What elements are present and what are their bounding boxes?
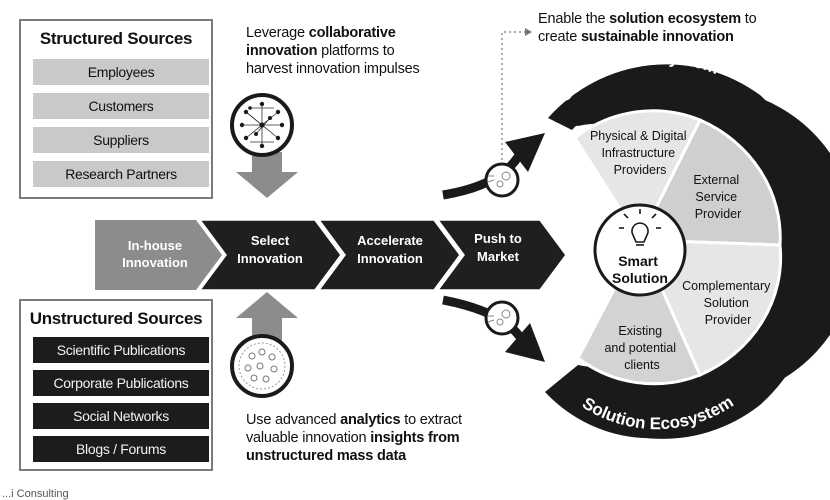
source-suppliers: Suppliers bbox=[33, 127, 209, 153]
unstructured-sources-box: Unstructured Sources Scientific Publicat… bbox=[19, 299, 213, 471]
chevron-accelerate bbox=[317, 219, 461, 291]
source-research-partners: Research Partners bbox=[33, 161, 209, 187]
footnote: ...i Consulting bbox=[2, 488, 69, 500]
segment-external-service bbox=[637, 118, 782, 247]
source-social-networks: Social Networks bbox=[33, 403, 209, 429]
segment-physical-digital bbox=[573, 109, 703, 244]
note-line: valuable innovation insights from bbox=[246, 430, 460, 446]
note-ecosystem: Enable the solution ecosystem to create … bbox=[538, 10, 757, 46]
smart-solution-label: Smart Solution bbox=[612, 253, 668, 286]
lightbulb-icon bbox=[619, 209, 661, 246]
analytics-brain-icon bbox=[230, 334, 294, 398]
gear-bubble-bottom bbox=[442, 295, 545, 362]
note-line: Leverage collaborative bbox=[246, 25, 396, 41]
unstructured-sources-title: Unstructured Sources bbox=[29, 309, 203, 328]
note-line: unstructured mass data bbox=[246, 448, 406, 464]
chevron-inhouse bbox=[95, 220, 222, 290]
segment-existing-clients bbox=[576, 236, 703, 386]
note-line: Use advanced analytics to extract bbox=[246, 412, 462, 428]
down-arrow bbox=[236, 152, 298, 198]
note-analytics: Use advanced analytics to extract valuab… bbox=[246, 411, 462, 465]
segment-label-physical: Physical & Digital Infrastructure Provid… bbox=[590, 129, 690, 177]
note-line: innovation platforms to bbox=[246, 43, 395, 59]
source-corporate-publications: Corporate Publications bbox=[33, 370, 209, 396]
note-line: create sustainable innovation bbox=[538, 29, 734, 45]
source-customers: Customers bbox=[33, 93, 209, 119]
note-collaborative: Leverage collaborative innovation platfo… bbox=[246, 24, 420, 78]
segment-label-complementary: Complementary Solution Provider bbox=[682, 279, 774, 327]
chevron-select bbox=[198, 219, 342, 291]
gear-bubble-top bbox=[442, 133, 545, 200]
ecosystem-ring bbox=[545, 72, 830, 439]
network-icon bbox=[230, 93, 294, 157]
structured-sources-title: Structured Sources bbox=[39, 29, 193, 48]
note-line: Enable the solution ecosystem to bbox=[538, 11, 757, 27]
smart-solution-circle bbox=[593, 203, 687, 297]
up-arrow bbox=[236, 292, 298, 345]
segment-label-external: External Service Provider bbox=[693, 173, 742, 221]
note-line: harvest innovation impulses bbox=[246, 61, 420, 77]
source-blogs-forums: Blogs / Forums bbox=[33, 436, 209, 462]
chevron-push bbox=[436, 219, 567, 291]
segment-label-existing: Existing and potential clients bbox=[604, 324, 679, 372]
ecosystem-wheel: Solution Ecosystem Solution Ecosystem Ph… bbox=[545, 48, 830, 439]
structured-sources-box: Structured Sources Employees Customers S… bbox=[19, 19, 213, 199]
source-employees: Employees bbox=[33, 59, 209, 85]
source-scientific-publications: Scientific Publications bbox=[33, 337, 209, 363]
